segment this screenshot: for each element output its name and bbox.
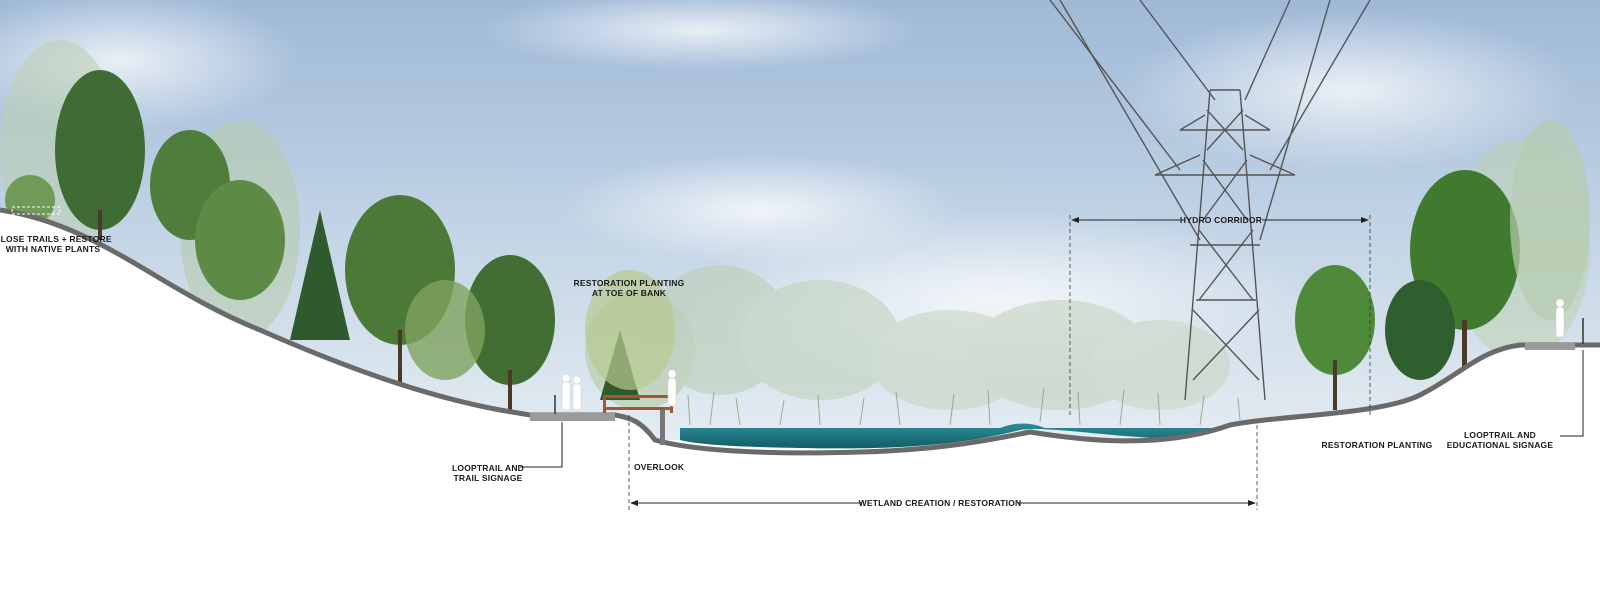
label-restoration-toe-2: AT TOE OF BANK (592, 288, 667, 298)
label-close-trails-2: WITH NATIVE PLANTS (6, 244, 101, 254)
label-wetland: WETLAND CREATION / RESTORATION (859, 498, 1022, 508)
right-trail-pad (1525, 343, 1575, 350)
label-looptrail-left-2: TRAIL SIGNAGE (453, 473, 522, 483)
label-looptrail-right-1: LOOPTRAIL AND (1464, 430, 1536, 440)
wetland-reeds (687, 387, 1241, 426)
right-bank-trees (1295, 120, 1590, 410)
person-silhouette-icon (561, 298, 1565, 411)
label-overlook: OVERLOOK (634, 462, 685, 472)
hydro-arrow-left (1071, 217, 1079, 223)
arrow-left (630, 500, 638, 506)
label-close-trails-1: CLOSE TRAILS + RESTORE (0, 234, 112, 244)
conifer-tree-icon (290, 210, 350, 340)
label-restoration-toe-1: RESTORATION PLANTING (574, 278, 685, 288)
leader-looptrail-left (520, 422, 563, 468)
left-slope-trees (5, 70, 675, 410)
annotation-labels: CLOSE TRAILS + RESTORE WITH NATIVE PLANT… (0, 215, 1553, 508)
closed-trail-marker (11, 206, 61, 215)
label-looptrail-right-2: EDUCATIONAL SIGNAGE (1447, 440, 1554, 450)
ground-line (0, 207, 1600, 456)
transmission-tower-icon (1049, 0, 1371, 401)
label-looptrail-left-1: LOOPTRAIL AND (452, 463, 524, 473)
arrow-right (1248, 500, 1256, 506)
leader-looptrail-right (1560, 350, 1584, 437)
label-restoration-planting: RESTORATION PLANTING (1322, 440, 1433, 450)
left-trail-pad (530, 413, 615, 421)
label-hydro-corridor: HYDRO CORRIDOR (1180, 215, 1262, 225)
hydro-arrow-right (1361, 217, 1369, 223)
wetland-water (680, 423, 1220, 449)
